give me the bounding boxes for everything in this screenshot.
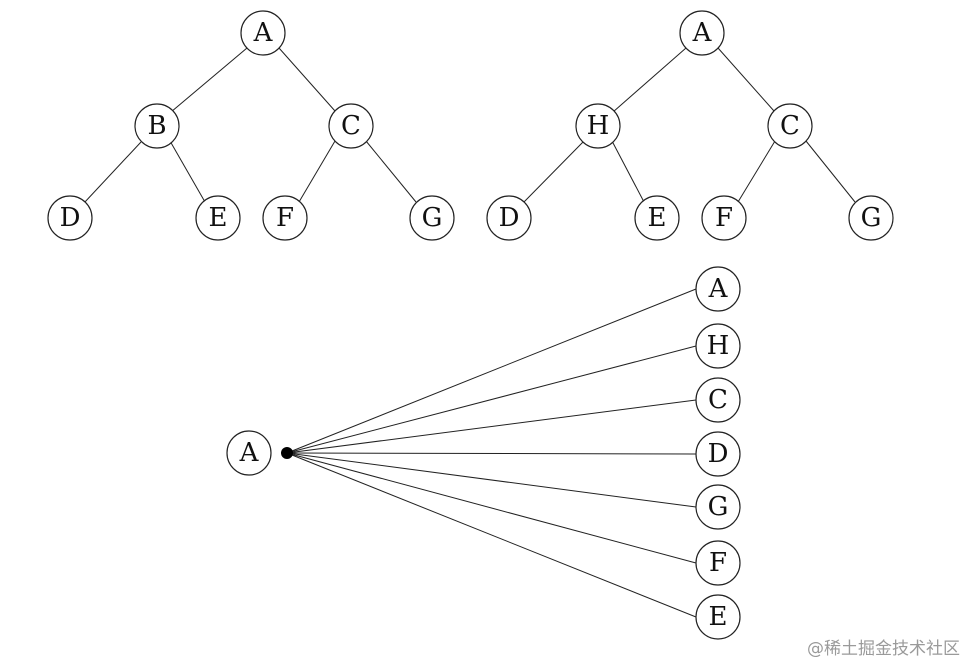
tree-left-node-right-label: C — [341, 111, 361, 141]
tree-right-edge-root-left — [612, 47, 687, 113]
tree-left-node-right-left-label: F — [276, 203, 294, 233]
fan-target-node-3: D — [695, 431, 741, 477]
tree-left-edge-root-right — [278, 47, 336, 112]
tree-left-node-root: A — [240, 10, 286, 56]
tree-right-node-root-label: A — [692, 18, 713, 48]
tree-right-node-right: C — [767, 103, 813, 149]
tree-right-node-root: A — [679, 10, 725, 56]
tree-left-edge-right-left — [298, 140, 336, 203]
tree-right-edge-root-right — [717, 47, 775, 112]
tree-left-node-root-label: A — [253, 18, 274, 48]
tree-right: A H C D E F G — [486, 10, 894, 241]
fan-edge-1 — [286, 345, 697, 454]
tree-right-edge-right-left — [737, 140, 776, 203]
tree-right-node-left-label: H — [587, 111, 610, 141]
tree-right-node-left-left: D — [486, 195, 532, 241]
tree-right-node-right-right-label: G — [861, 203, 882, 233]
tree-left-node-left-label: B — [147, 111, 166, 141]
fan-hub-dot — [281, 447, 293, 459]
tree-left: A B C D E F G — [47, 10, 455, 241]
tree-right-node-left-right: E — [634, 195, 680, 241]
fan-edges — [286, 288, 697, 618]
tree-left-node-left: B — [134, 103, 180, 149]
tree-right-node-left: H — [575, 103, 621, 149]
tree-left-node-left-right-label: E — [209, 203, 228, 233]
fan-edge-3 — [286, 452, 697, 455]
tree-right-node-right-label: C — [780, 111, 800, 141]
tree-left-node-right-left: F — [262, 195, 308, 241]
tree-left-node-right-right: G — [409, 195, 455, 241]
tree-left-node-right: C — [328, 103, 374, 149]
fan-target-node-3-label: D — [708, 439, 729, 469]
fan-diagram: A A H C D G F E — [226, 266, 741, 640]
fan-target-node-4: G — [695, 484, 741, 530]
tree-right-edge-left-left — [522, 141, 584, 204]
fan-target-node-0-label: A — [708, 274, 729, 304]
fan-edge-6 — [286, 452, 697, 618]
tree-right-node-right-right: G — [848, 195, 894, 241]
tree-right-node-right-left: F — [701, 195, 747, 241]
tree-left-node-right-right-label: G — [422, 203, 443, 233]
tree-left-edge-left-left — [83, 141, 142, 204]
fan-target-node-5-label: F — [709, 548, 727, 578]
tree-right-node-right-left-label: F — [715, 203, 733, 233]
fan-edge-5 — [286, 452, 697, 564]
tree-left-edge-right-right — [365, 140, 417, 203]
fan-source-node: A — [226, 430, 272, 476]
tree-left-node-left-right: E — [195, 195, 241, 241]
fan-target-node-1-label: H — [707, 331, 730, 361]
tree-right-edge-right-right — [805, 140, 856, 203]
fan-target-node-4-label: G — [708, 492, 729, 522]
fan-target-node-2-label: C — [708, 385, 728, 415]
fan-target-node-6: E — [695, 594, 741, 640]
tree-right-node-left-left-label: D — [499, 203, 520, 233]
tree-left-edge-root-left — [170, 47, 248, 113]
fan-target-node-0: A — [695, 266, 741, 312]
tree-left-node-left-left: D — [47, 195, 93, 241]
fan-edge-2 — [286, 399, 697, 454]
fan-source-node-label: A — [239, 438, 260, 468]
tree-left-node-left-left-label: D — [60, 203, 81, 233]
fan-target-node-5: F — [695, 540, 741, 586]
tree-right-node-left-right-label: E — [648, 203, 667, 233]
fan-edge-4 — [286, 452, 697, 508]
fan-edge-0 — [286, 288, 697, 454]
watermark-text: @稀土掘金技术社区 — [807, 639, 960, 659]
fan-target-node-6-label: E — [709, 602, 728, 632]
fan-target-node-1: H — [695, 323, 741, 369]
tree-right-edge-left-right — [611, 140, 645, 203]
tree-left-edge-left-right — [169, 140, 206, 203]
fan-target-node-2: C — [695, 377, 741, 423]
